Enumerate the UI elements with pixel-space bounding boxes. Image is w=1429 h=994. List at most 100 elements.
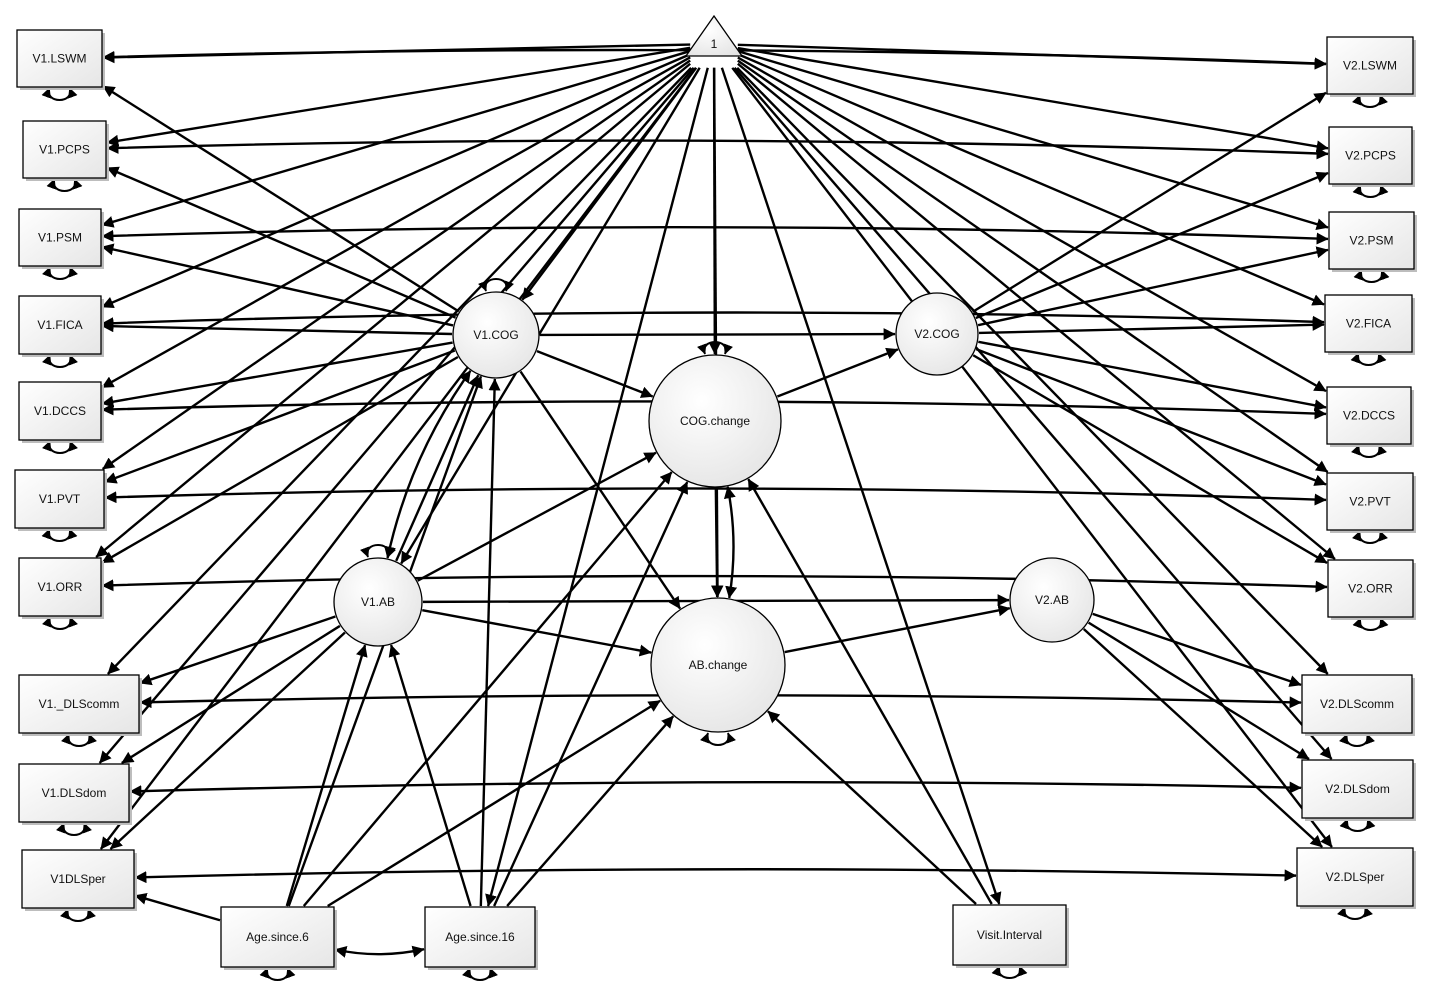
path-constant-to-v1-cog (521, 67, 698, 301)
latent-cog-change: COG.change (648, 354, 782, 488)
observed-box (1326, 472, 1414, 531)
variance-v1-dccs (41, 440, 79, 454)
path-constant-to-v1-psm (101, 49, 691, 228)
path-v2-ab-to-v2-dlscomm (1092, 612, 1302, 687)
observed-box (18, 208, 102, 267)
observed-age6: Age.since.6 (220, 906, 337, 970)
path-age16-to-cog-change (493, 481, 689, 907)
observed-v1-fica: V1.FICA (18, 295, 104, 357)
path-age16-to-v1-ab (388, 644, 472, 907)
observed-v2-pvt: V2.PVT (1326, 472, 1416, 533)
observed-box (21, 849, 135, 909)
variance-v2-fica (1350, 352, 1387, 366)
observed-v1-orr: V1.ORR (18, 557, 104, 619)
path-constant-to-v1-dlsdom (98, 67, 695, 764)
latent-ab-change: AB.change (650, 597, 786, 733)
variance-visit (991, 965, 1028, 979)
variance-v1-cog (477, 278, 515, 292)
node-label-v2-orr: V2.ORR (1348, 582, 1393, 596)
observed-box (22, 120, 107, 179)
node-label-v1-dccs: V1.DCCS (34, 404, 86, 418)
observed-box (220, 906, 335, 968)
path-age6-to-v1-ab (285, 644, 368, 907)
variance-v2-dlscomm (1338, 733, 1376, 747)
observed-v2-lswm: V2.LSWM (1326, 36, 1416, 97)
variance-v2-orr (1352, 617, 1389, 631)
observed-v2-fica: V2.FICA (1324, 294, 1415, 355)
observed-box (1301, 674, 1413, 734)
path-v1-cog-to-v1-orr (101, 355, 459, 564)
node-label-v1-fica: V1.FICA (37, 318, 82, 332)
variance-v2-psm (1353, 269, 1390, 283)
covariance-v1-cog-v1-ab (384, 370, 472, 559)
observed-box (1328, 126, 1413, 185)
covariance-v1-pcps-v2-pcps (106, 139, 1329, 160)
observed-box (1328, 211, 1415, 270)
path-v2-cog-to-v2-orr (972, 354, 1328, 564)
observed-v2-pcps: V2.PCPS (1328, 126, 1415, 187)
latent-v2-cog: V2.COG (895, 292, 979, 376)
observed-box (16, 29, 103, 88)
latent-v1-ab: V1.AB (333, 557, 423, 647)
path-v1-cog-to-v1-pvt (104, 349, 456, 484)
path-cog-change-to-v2-cog (776, 347, 899, 398)
variance-v1-pcps (46, 178, 83, 192)
variance-v1-ab (359, 544, 397, 558)
covariance-v1-fica-v2-fica (101, 311, 1325, 330)
node-label-v2-dlsper: V2.DLSper (1326, 870, 1385, 884)
node-label-v1-orr: V1.ORR (38, 580, 83, 594)
node-label-visit: Visit.Interval (977, 928, 1042, 942)
path-v1-ab-to-v1-dlscomm (139, 615, 336, 686)
path-v2-ab-to-v2-dlsper (1082, 628, 1323, 848)
variance-v1-dlscomm (60, 733, 98, 747)
variance-cog-change (696, 341, 734, 355)
observed-box (1326, 36, 1414, 95)
variance-v1-dlsper (59, 908, 97, 922)
path-v1-ab-to-v1-dlsper (109, 631, 346, 850)
variance-v1-dlsdom (55, 822, 93, 836)
node-label-v1-lswm: V1.LSWM (32, 52, 86, 66)
observed-box (18, 381, 102, 441)
variance-age6 (259, 967, 296, 981)
path-constant-to-v2-psm (737, 49, 1329, 230)
path-constant-to-v1-fica (101, 53, 691, 309)
path-v1-cog-to-v1-psm (101, 243, 454, 327)
variance-age16 (461, 967, 499, 981)
node-label-v1-cog: V1.COG (473, 328, 518, 342)
observed-box (14, 469, 105, 529)
observed-box (1326, 386, 1412, 445)
variance-v2-pvt (1351, 530, 1389, 544)
path-age16-to-v1-cog (479, 378, 501, 907)
path-ab-change-to-v2-ab (784, 604, 1011, 654)
node-label-v2-fica: V2.FICA (1346, 317, 1391, 331)
variance-v1-fica (41, 354, 79, 368)
latent-circle (648, 354, 782, 488)
path-constant-to-v2-pcps (737, 46, 1329, 153)
variance-v2-pcps (1352, 184, 1389, 198)
node-label-ab-change: AB.change (689, 658, 748, 672)
observed-v1-lswm: V1.LSWM (16, 29, 105, 90)
node-label-v1-pvt: V1.PVT (39, 492, 81, 506)
latent-circle (1009, 557, 1095, 643)
path-v1-cog-to-v1-lswm (102, 85, 460, 313)
latent-circle (333, 557, 423, 647)
covariance-age6-age16 (334, 945, 425, 958)
observed-box (18, 763, 130, 823)
node-label-v2-psm: V2.PSM (1349, 234, 1393, 248)
observed-box (1324, 294, 1413, 353)
node-label-v1-psm: V1.PSM (38, 231, 82, 245)
observed-v1-pvt: V1.PVT (14, 469, 107, 531)
observed-box (18, 557, 102, 617)
observed-v2-dccs: V2.DCCS (1326, 386, 1414, 447)
latent-circle (452, 291, 540, 379)
node-label-v2-ab: V2.AB (1035, 593, 1069, 607)
path-age6-to-v1-dlsper (134, 892, 221, 922)
path-constant-to-v2-fica (737, 53, 1325, 306)
node-label-age16: Age.since.16 (445, 930, 515, 944)
path-v2-cog-to-v2-fica (978, 318, 1325, 335)
constant-triangle: 1 (684, 14, 744, 57)
path-constant-to-v1-pcps (106, 46, 691, 147)
observed-v2-dlscomm: V2.DLScomm (1301, 674, 1415, 736)
path-constant-to-v2-orr (737, 62, 1336, 560)
node-label-v1-dlsdom: V1.DLSdom (42, 786, 107, 800)
